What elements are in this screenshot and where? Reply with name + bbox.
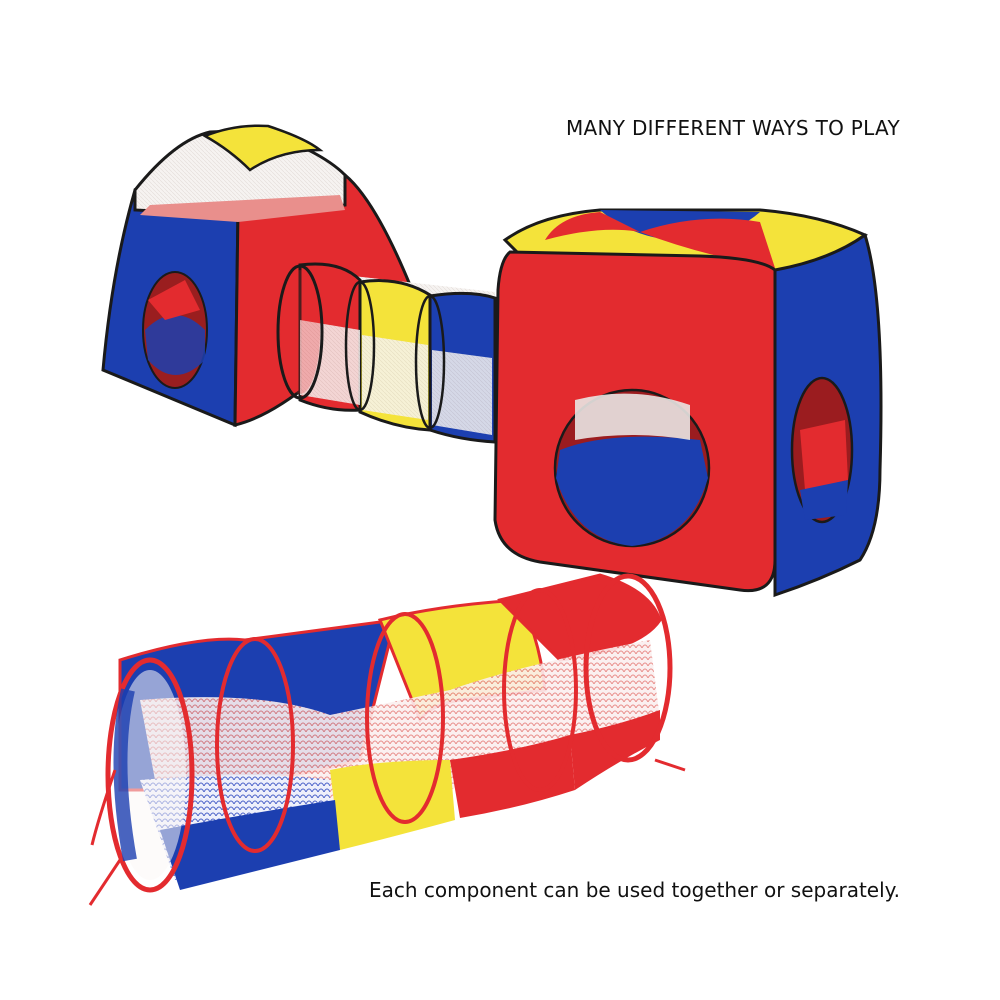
short-tunnel — [276, 262, 497, 444]
cube-tent — [493, 208, 883, 598]
long-tunnel — [88, 573, 686, 906]
headline: MANY DIFFERENT WAYS TO PLAY — [566, 116, 900, 140]
caption: Each component can be used together or s… — [368, 878, 900, 902]
pyramid-tent — [101, 124, 412, 428]
